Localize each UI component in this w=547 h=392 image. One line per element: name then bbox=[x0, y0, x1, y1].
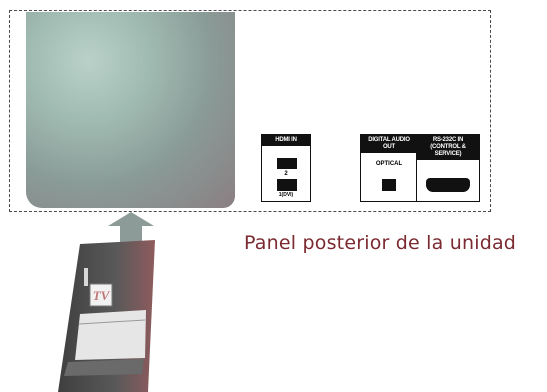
hdmi-port-1-label: 1(DVI) bbox=[278, 192, 294, 198]
rs232c-in-header: RS-232C IN (CONTROL & SERVICE) bbox=[417, 135, 479, 160]
optical-label: OPTICAL bbox=[375, 161, 403, 167]
rs232c-in-block: RS-232C IN (CONTROL & SERVICE) bbox=[416, 134, 480, 202]
rs232c-connector bbox=[426, 178, 470, 192]
remote-tv-label: TV bbox=[93, 288, 111, 303]
hdmi-port-1 bbox=[277, 179, 297, 191]
rear-panel-caption: Panel posterior de la unidad bbox=[244, 232, 517, 254]
remote-control-icon: TV bbox=[58, 240, 155, 392]
up-arrow-icon bbox=[108, 212, 154, 242]
digital-audio-out-header: DIGITAL AUDIO OUT bbox=[361, 135, 417, 153]
optical-jack bbox=[382, 179, 396, 191]
hdmi-port-2-label: 2 bbox=[284, 171, 288, 177]
tv-back-shading bbox=[26, 12, 235, 208]
rear-panel-outline bbox=[9, 10, 491, 212]
hdmi-in-header: HDMI IN bbox=[262, 135, 310, 146]
hdmi-in-block: HDMI IN 2 1(DVI) bbox=[261, 134, 311, 202]
hdmi-port-2 bbox=[277, 158, 297, 169]
digital-audio-out-block: DIGITAL AUDIO OUT OPTICAL bbox=[360, 134, 418, 202]
